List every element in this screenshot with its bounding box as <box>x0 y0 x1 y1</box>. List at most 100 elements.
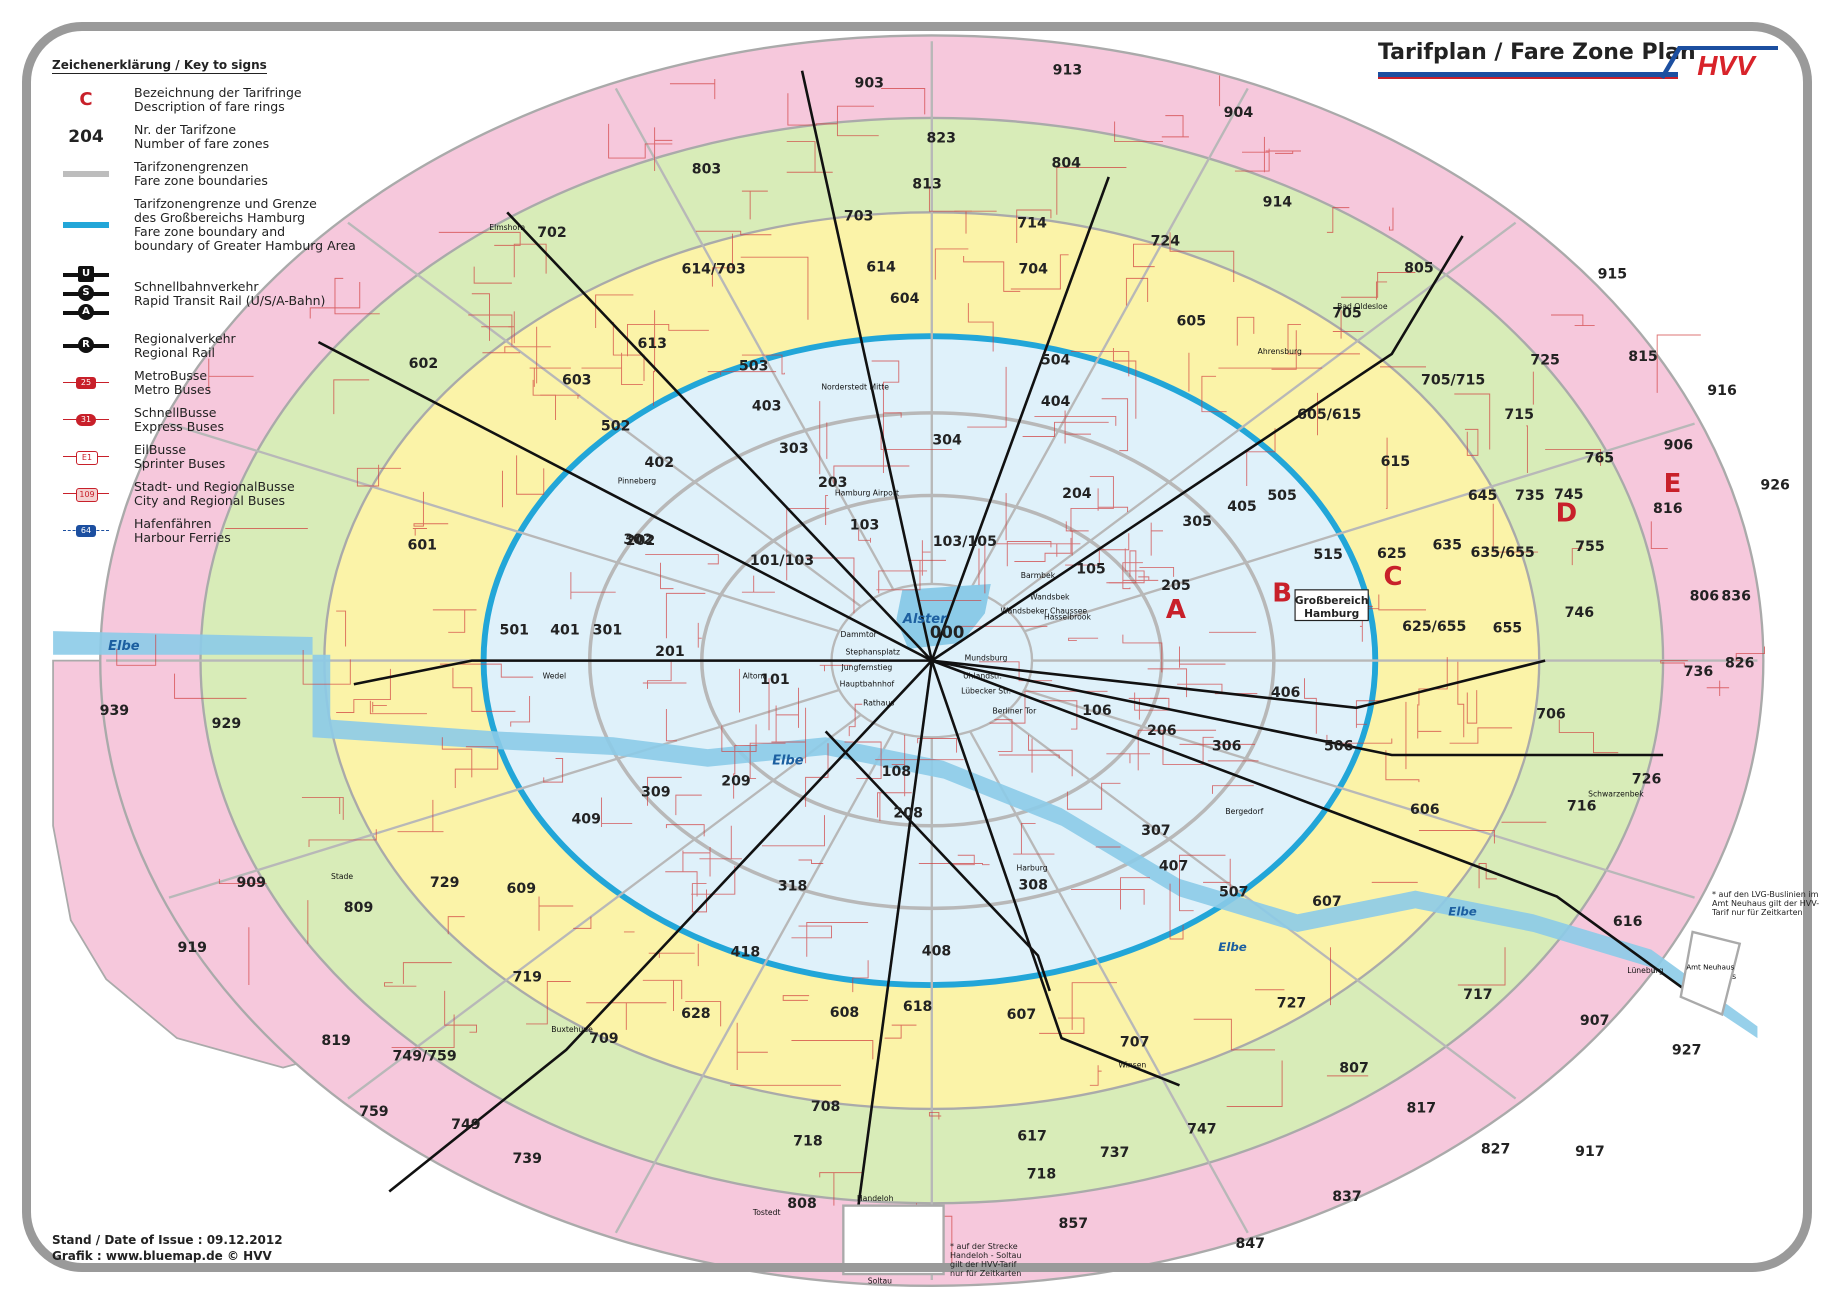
zone-number-805: 805 <box>1404 261 1434 277</box>
legend-text-en: Fare zone boundaries <box>134 173 268 188</box>
bus-route <box>612 322 645 382</box>
zone-number-617: 617 <box>1017 1129 1047 1145</box>
bus-route <box>749 742 786 780</box>
zone-number-614-703: 614/703 <box>681 262 745 278</box>
zone-number-201: 201 <box>655 644 685 660</box>
soltau-box <box>842 1204 945 1276</box>
zone-number-813: 813 <box>912 177 942 193</box>
zone-number-739: 739 <box>512 1151 542 1167</box>
bus-route <box>1418 830 1495 844</box>
zone-number-826: 826 <box>1725 656 1755 672</box>
bus-route <box>1203 858 1231 895</box>
bus-route <box>397 799 444 833</box>
bus-route <box>532 379 557 420</box>
footer: Stand / Date of Issue : 09.12.2012 Grafi… <box>52 1232 283 1264</box>
title-underline <box>1378 72 1678 79</box>
bus-route <box>1169 232 1235 282</box>
bus-route <box>1122 562 1143 590</box>
zone-number-736: 736 <box>1684 664 1714 680</box>
zone-boundary-line <box>1024 688 1695 899</box>
bus-route <box>1385 750 1420 783</box>
bus-route <box>721 724 757 752</box>
zone-number-515: 515 <box>1313 547 1343 563</box>
bus-route <box>1332 310 1364 339</box>
graphic-credit: Grafik : www.bluemap.de © HVV <box>52 1249 272 1263</box>
bus-route <box>711 233 733 287</box>
station-label: Hasselbrook <box>1044 612 1091 621</box>
station-label: Buxtehude <box>551 1025 593 1034</box>
bus-route <box>858 529 871 543</box>
zone-number-symbol: 204 <box>68 127 104 147</box>
bus-route <box>1101 398 1129 452</box>
bus-route <box>1064 410 1092 444</box>
legend-text-en: Number of fare zones <box>134 136 270 151</box>
zone-number-914: 914 <box>1263 194 1293 210</box>
bus-route <box>1139 566 1175 577</box>
bus-route <box>917 738 958 753</box>
bus-route <box>691 865 736 895</box>
zone-number-702: 702 <box>537 225 567 241</box>
zone-number-607: 607 <box>1312 894 1342 910</box>
bus-route <box>697 622 702 648</box>
bus-route <box>918 863 990 866</box>
zone-number-602: 602 <box>409 356 439 372</box>
zone-number-716: 716 <box>1567 798 1597 814</box>
bus-route <box>468 314 513 346</box>
bus-route <box>432 609 477 633</box>
zone-number-307: 307 <box>1141 823 1171 839</box>
u-bahn-icon: U <box>63 265 109 282</box>
bus-route <box>1201 375 1227 413</box>
bus-route <box>761 815 825 847</box>
station-label: Hauptbahnhof <box>840 680 895 689</box>
s-bahn-icon: S <box>63 284 109 301</box>
bus-route <box>733 745 758 799</box>
bus-route <box>1137 729 1217 771</box>
zone-number-301: 301 <box>593 623 623 639</box>
bus-route <box>516 455 545 495</box>
station-label: Rathaus <box>863 698 894 707</box>
bus-route <box>805 557 855 614</box>
zone-number-817: 817 <box>1407 1100 1437 1116</box>
bus-route <box>308 829 377 848</box>
bus-route <box>447 916 465 935</box>
zone-number-819: 819 <box>321 1033 351 1049</box>
station-label: Handeloh <box>857 1194 894 1203</box>
zone-number-409: 409 <box>571 811 601 827</box>
zone-number-618: 618 <box>903 999 933 1015</box>
zone-number-502: 502 <box>601 419 631 435</box>
a-bahn-icon: A <box>63 304 109 321</box>
bus-route <box>1417 704 1442 739</box>
bus-route <box>963 255 1021 292</box>
bus-route <box>741 575 775 593</box>
legend-text-de: MetroBusse <box>134 368 208 383</box>
bus-route <box>1466 690 1478 724</box>
ring-letter-d: D <box>1556 498 1578 528</box>
legend-text-en: boundary of Greater Hamburg Area <box>134 238 356 253</box>
zone-number-917: 917 <box>1575 1144 1605 1160</box>
zone-number-804: 804 <box>1051 156 1081 172</box>
zone-number-929: 929 <box>212 716 242 732</box>
bus-route <box>1551 314 1595 327</box>
zone-number-308: 308 <box>1018 877 1048 893</box>
bus-route <box>685 1001 722 1027</box>
bus-route <box>1128 697 1167 720</box>
zone-number-000: 000 <box>930 623 964 642</box>
bus-route <box>412 528 427 536</box>
bus-route <box>1108 548 1145 584</box>
bus-route <box>1287 323 1360 355</box>
zone-number-606: 606 <box>1410 802 1440 818</box>
legend-text-en: Express Buses <box>134 419 224 434</box>
bus-route <box>1065 521 1089 556</box>
elbe-river <box>53 631 1758 1039</box>
bus-route <box>996 543 1081 557</box>
bus-route <box>741 354 785 375</box>
zone-number-203: 203 <box>818 475 848 491</box>
bus-route <box>444 990 477 1033</box>
bus-route <box>218 878 267 885</box>
zone-number-605-615: 605/615 <box>1297 407 1361 423</box>
legend-text-de: Schnellbahnverkehr <box>134 279 259 294</box>
zone-number-403: 403 <box>752 399 782 415</box>
zone-number-418: 418 <box>731 945 761 961</box>
bus-route <box>1040 700 1078 730</box>
